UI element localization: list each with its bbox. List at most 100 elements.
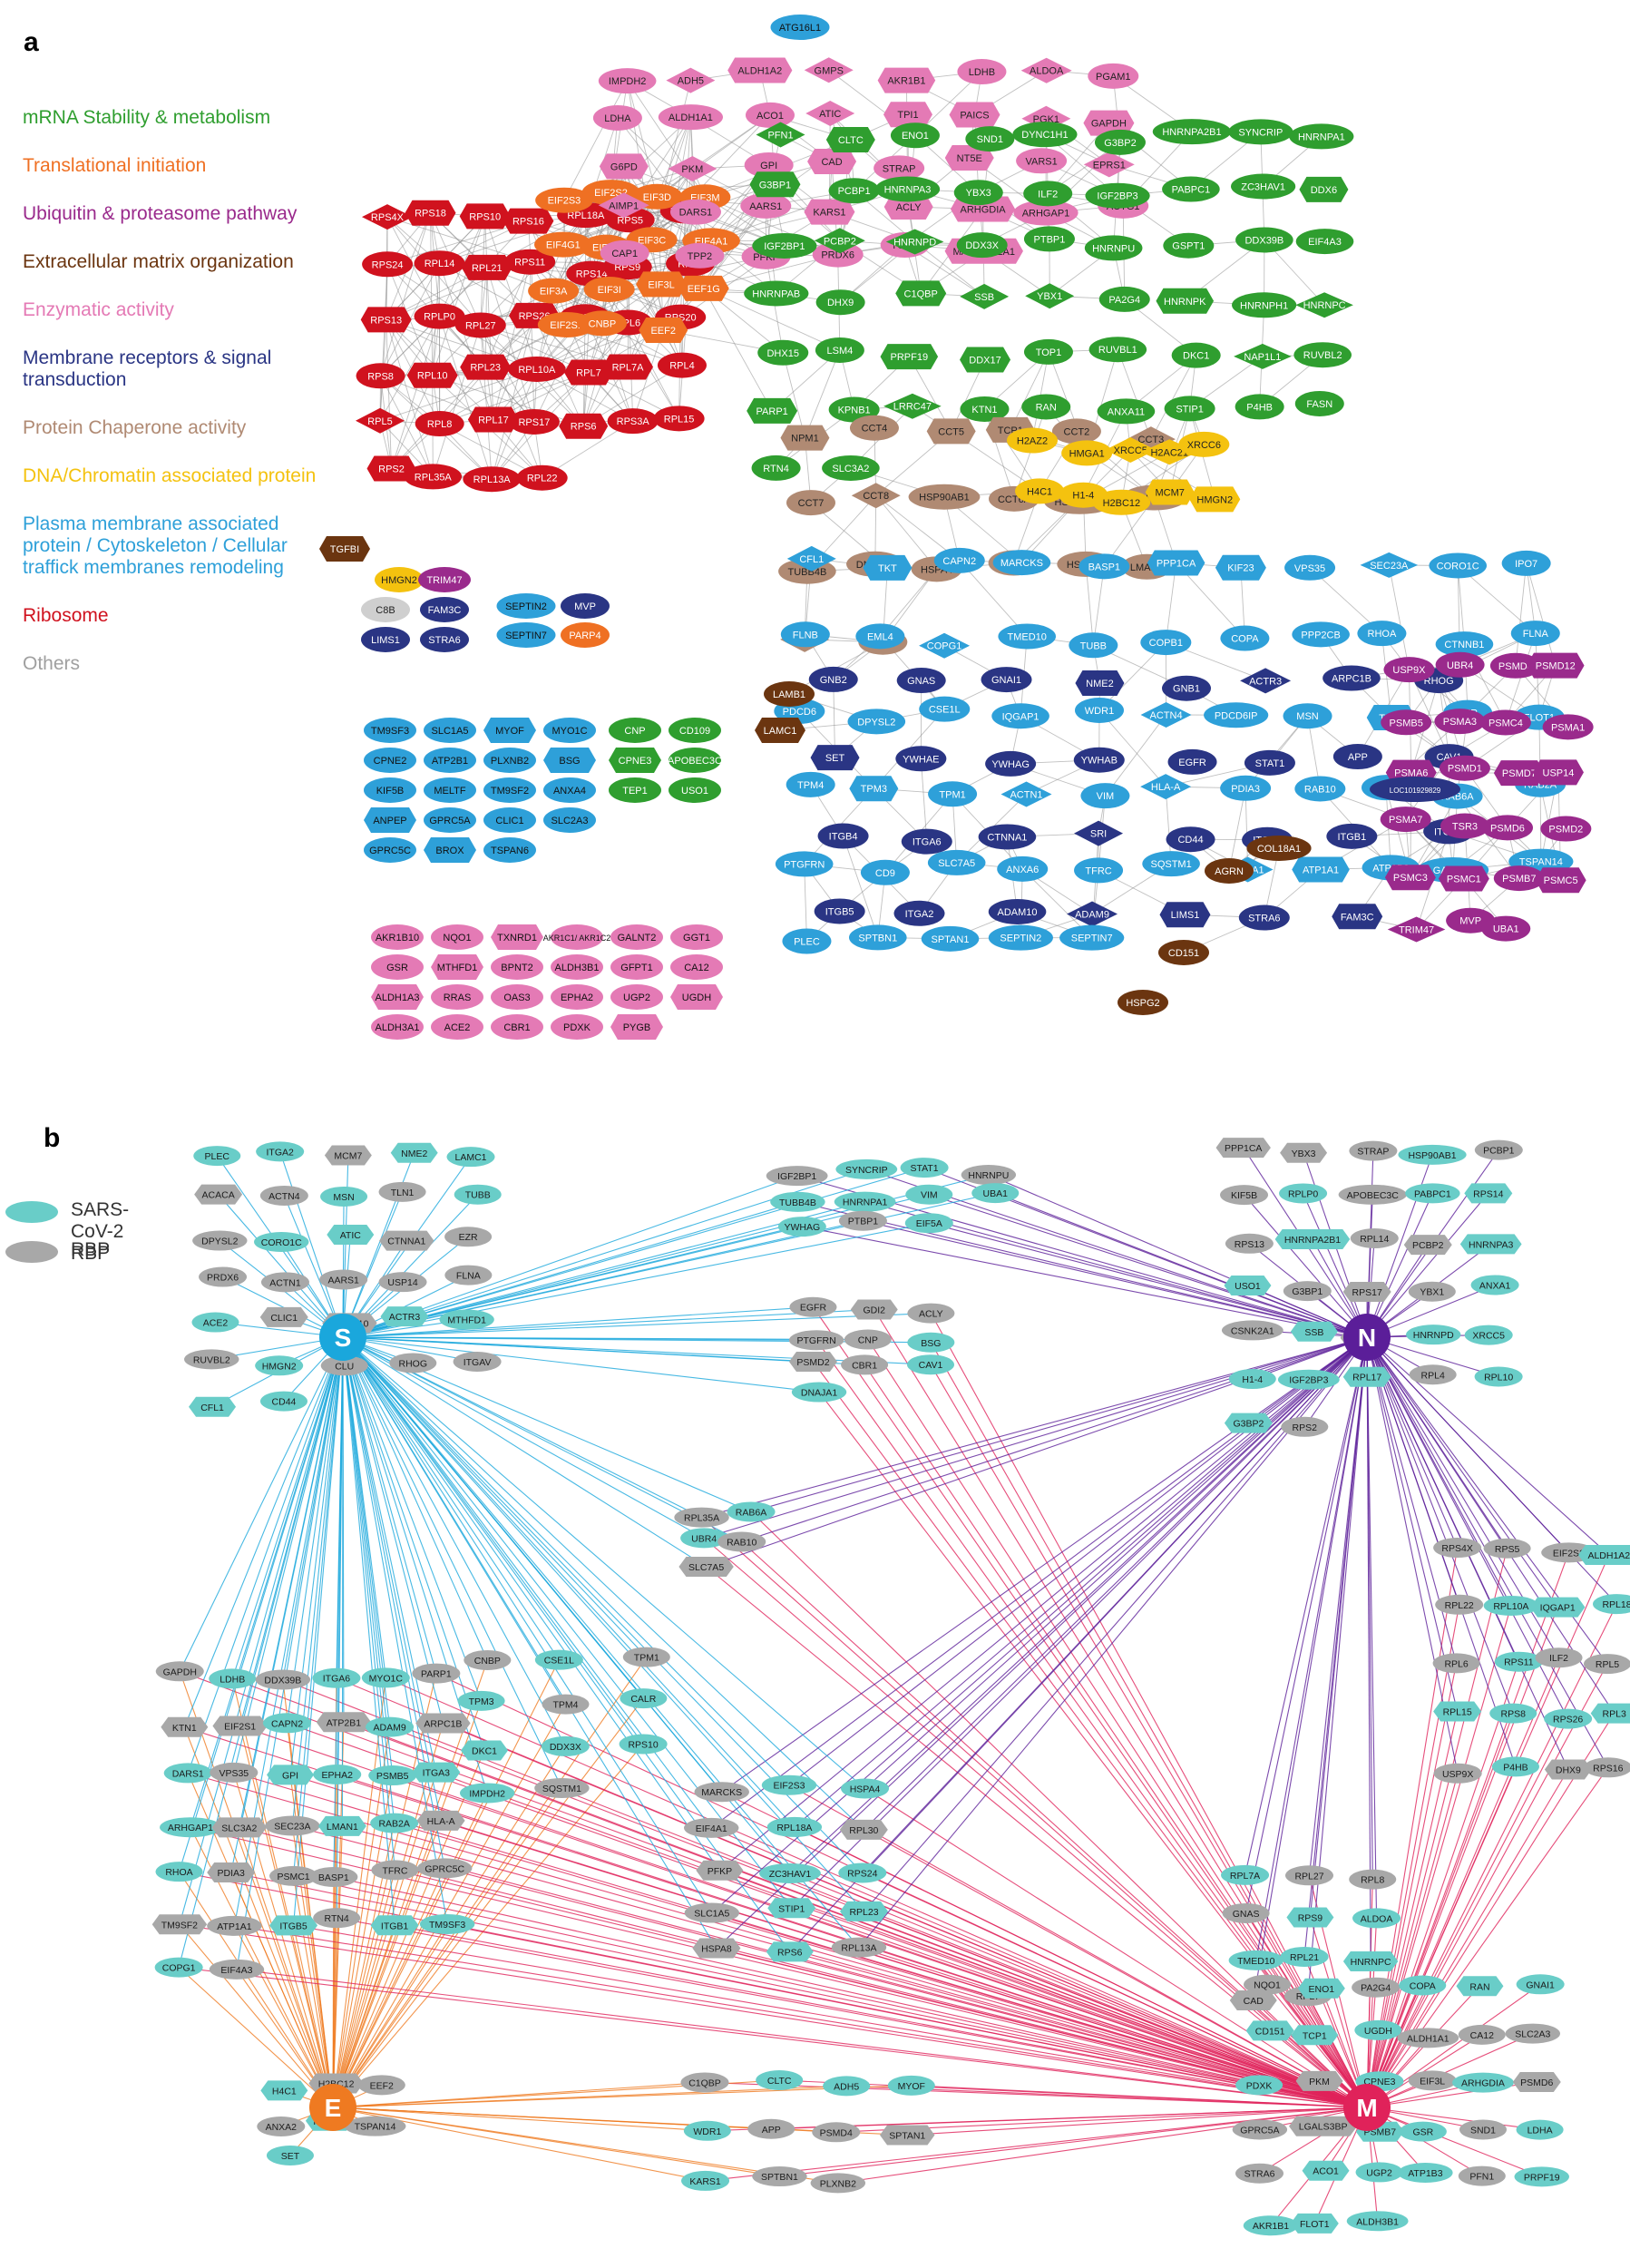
protein-label: RPL35A: [415, 472, 453, 483]
protein-label: DDX17: [969, 356, 1000, 367]
protein-label: MELTF: [434, 786, 466, 797]
protein-node-hnrnpa3: HNRNPA3: [874, 176, 941, 202]
protein-label: ACACA: [202, 1190, 235, 1201]
protein-label: PARP1: [421, 1669, 452, 1680]
protein-label: ALDH1A1: [1407, 2033, 1449, 2044]
protein-node-hspg2: HSPG2: [1118, 990, 1168, 1015]
protein-label: UGDH: [682, 992, 711, 1003]
protein-label: TM9SF3: [371, 726, 409, 737]
hub-edge-s: [291, 1336, 344, 1826]
hub-edge-s: [293, 1336, 344, 1876]
protein-label: PSMD2: [796, 1357, 829, 1368]
protein-label: G3BP2: [1233, 1419, 1264, 1430]
protein-label: EIF3L: [648, 279, 674, 290]
protein-label: RHOA: [165, 1867, 192, 1878]
network-edge: [379, 316, 440, 421]
protein-node-sptan1: SPTAN1: [921, 925, 980, 952]
protein-node-fam3c: FAM3C: [420, 597, 469, 622]
protein-node-prpf19: PRPF19: [1514, 2166, 1569, 2187]
protein-label: ENO1: [1309, 1984, 1335, 1995]
protein-label: GMPS: [815, 65, 844, 76]
protein-label: LDHA: [604, 113, 631, 124]
hub-edge-n: [1366, 1194, 1373, 1338]
protein-label: FAM3C: [1341, 912, 1374, 923]
protein-label: PRPF19: [1524, 2172, 1560, 2183]
protein-label: DDX3X: [550, 1742, 581, 1753]
protein-label: DPYSL2: [201, 1237, 238, 1247]
hub-edge-m: [779, 2107, 1368, 2177]
hub-edge-m: [179, 1967, 1368, 2108]
protein-label: GPRC5C: [369, 846, 411, 856]
protein-label: LMAN1: [327, 1822, 358, 1833]
protein-node-rtn4: RTN4: [313, 1908, 361, 1929]
hub-edge-m: [447, 1923, 1368, 2108]
hub-edge-n: [1253, 1336, 1368, 2001]
protein-label: PSMA1: [1551, 722, 1585, 733]
protein-node-agrn: AGRN: [1205, 858, 1254, 884]
protein-node-rtn4: RTN4: [751, 455, 801, 481]
hub-edge-s: [342, 1336, 437, 1773]
protein-label: RAB10: [1304, 784, 1336, 795]
protein-label: STRA6: [1244, 2169, 1275, 2180]
protein-node-hnrnpa2b1: HNRNPA2B1: [1152, 119, 1232, 145]
protein-node-rpl35a: RPL35A: [404, 464, 463, 490]
protein-node-itgb4: ITGB4: [817, 823, 869, 849]
protein-node-actn4: ACTN4: [1140, 701, 1192, 728]
protein-label: RUVBL2: [193, 1354, 230, 1365]
hub-edge-n: [750, 1336, 1368, 1512]
protein-label: APOBEC3C: [668, 756, 722, 767]
protein-node-rps26: RPS26: [1544, 1708, 1593, 1729]
protein-label: SET: [281, 2151, 300, 2162]
hub-edge-s: [183, 1336, 344, 1727]
protein-node-pa2g4: PA2G4: [1098, 286, 1150, 312]
protein-node-rpl3: RPL3: [1590, 1703, 1630, 1724]
protein-label: ADH5: [678, 76, 704, 87]
protein-node-flna: FLNA: [444, 1265, 493, 1286]
protein-node-coro1c: CORO1C: [1429, 552, 1488, 579]
protein-node-ace2: ACE2: [431, 1014, 483, 1040]
protein-label: PYGB: [623, 1022, 651, 1033]
protein-label: USP9X: [1392, 665, 1426, 676]
hub-edge-n: [1366, 1336, 1514, 1714]
network-edge: [1539, 784, 1542, 862]
protein-label: RAB6A: [736, 1507, 766, 1518]
protein-label: HSPA4: [850, 1784, 881, 1795]
protein-node-igf2bp3: IGF2BP3: [1085, 182, 1150, 209]
protein-label: YWHAG: [785, 1222, 821, 1233]
protein-label: AARS1: [327, 1275, 359, 1286]
protein-label: ACTN1: [1010, 789, 1042, 800]
protein-label: ITGA3: [423, 1768, 451, 1779]
protein-label: XRCC5: [1114, 445, 1147, 456]
hub-edge-n: [929, 1222, 1368, 1338]
hub-edge-e: [332, 1700, 483, 2108]
protein-node-plec: PLEC: [782, 928, 832, 954]
protein-node-mcm7: MCM7: [1145, 479, 1195, 505]
protein-label: PCBP2: [1412, 1240, 1444, 1251]
protein-node-pgam1: PGAM1: [1088, 63, 1139, 89]
hub-edge-s: [342, 1336, 395, 1926]
protein-node-gdi2: GDI2: [850, 1299, 898, 1320]
network-edge: [1150, 355, 1197, 440]
protein-label: IMPDH2: [469, 1788, 505, 1799]
protein-node-septin2: SEPTIN2: [988, 924, 1053, 951]
hub-edge-n: [1366, 1336, 1371, 1961]
protein-node-atp2b1: ATP2B1: [316, 1712, 372, 1733]
protein-label: GNB1: [1173, 684, 1200, 695]
protein-node-anxa11: ANXA11: [1097, 398, 1156, 425]
protein-label: COPG1: [927, 641, 962, 652]
hub-edge-m: [236, 1969, 1368, 2108]
protein-node-anxa6: ANXA6: [997, 855, 1049, 882]
protein-label: MVP: [574, 601, 596, 612]
protein-label: SLC2A3: [1515, 2029, 1550, 2040]
protein-label: CNP: [858, 1335, 878, 1346]
protein-node-gsr: GSR: [371, 954, 424, 980]
protein-label: VARS1: [1025, 156, 1057, 167]
protein-node-eif3a: EIF3A: [528, 278, 580, 304]
protein-node-dkc1: DKC1: [1171, 342, 1221, 368]
protein-node-hsp90ab1: HSP90AB1: [908, 484, 981, 510]
protein-node-cfl1: CFL1: [189, 1396, 237, 1417]
protein-label: LDHB: [969, 67, 995, 78]
protein-node-cad: CAD: [807, 149, 857, 175]
protein-label: CA12: [1470, 2030, 1494, 2041]
hub-edge-e: [332, 1697, 644, 2108]
